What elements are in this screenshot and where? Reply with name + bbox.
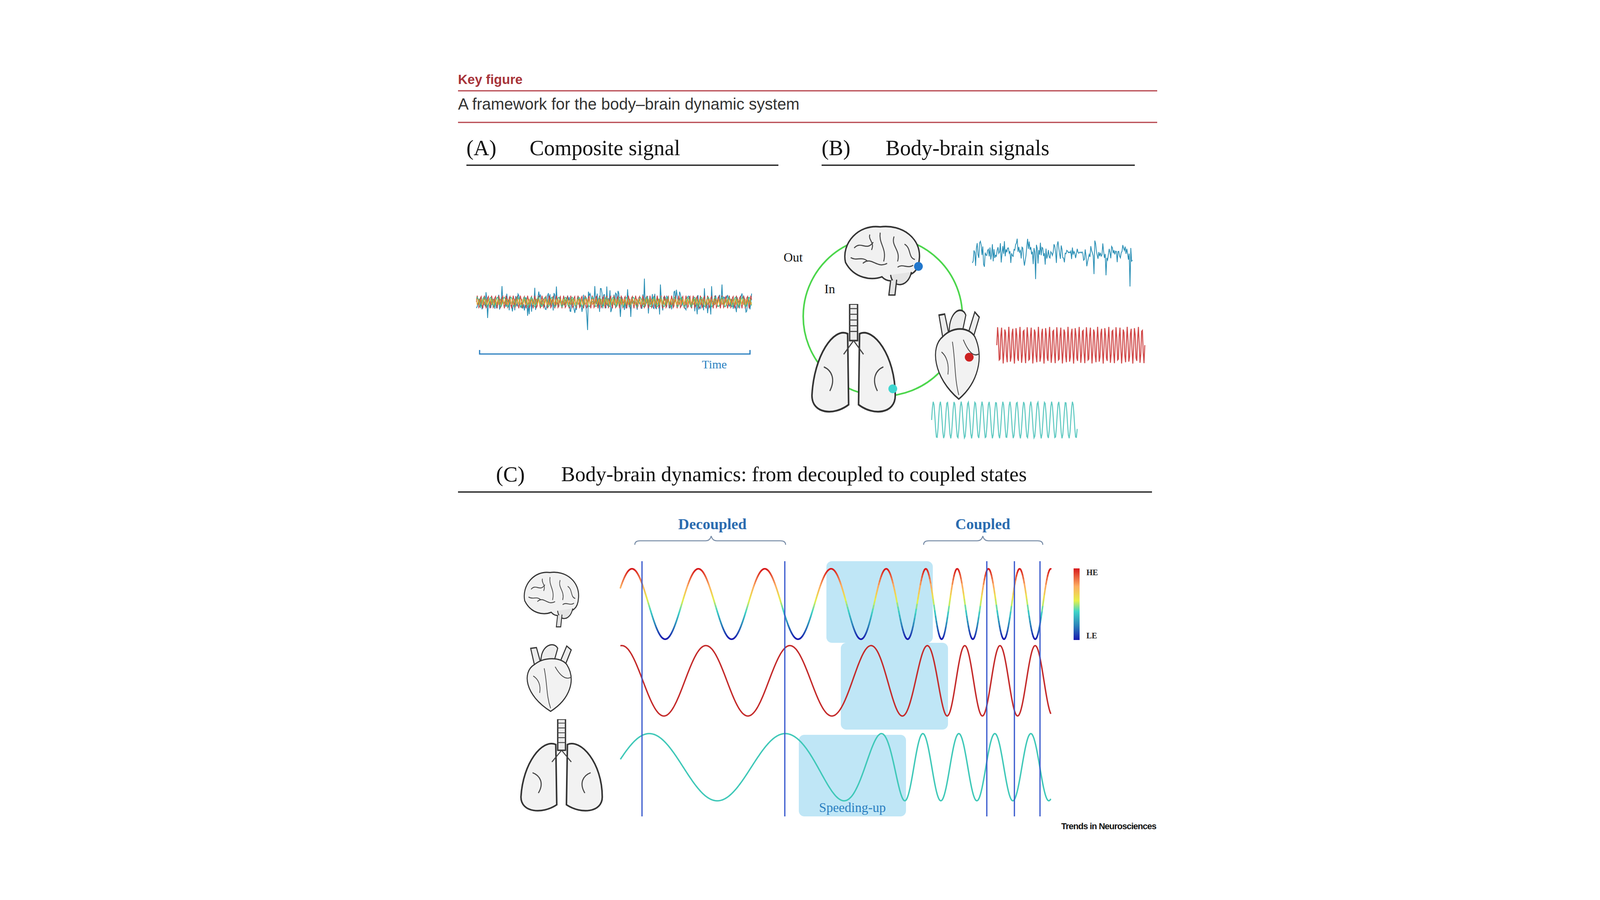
brain-wave-segment bbox=[1011, 599, 1013, 606]
rules bbox=[458, 90, 1158, 492]
state-label: Decoupled bbox=[678, 515, 747, 534]
brain-dot bbox=[914, 262, 923, 271]
brain-wave-segment bbox=[1012, 594, 1014, 600]
brain-wave-segment bbox=[933, 599, 934, 606]
composite-other bbox=[476, 298, 752, 306]
brain-wave-segment bbox=[949, 599, 950, 606]
brain-wave-segment bbox=[964, 599, 966, 606]
brain-wave-segment bbox=[1044, 588, 1046, 594]
brain-wave-segment bbox=[1010, 611, 1011, 617]
colorbar-label: HE bbox=[1086, 568, 1098, 578]
brain-wave-segment bbox=[1042, 599, 1044, 606]
state-label: Coupled bbox=[955, 515, 1010, 534]
brain-wave-segment bbox=[1026, 594, 1027, 600]
brain-wave-segment bbox=[994, 594, 996, 600]
brain-wave-segment bbox=[1010, 605, 1012, 612]
key-figure-tag: Key figure bbox=[458, 72, 523, 88]
panel-letter: (B) bbox=[821, 135, 851, 161]
composite-noise bbox=[476, 278, 752, 331]
panel-letter: (A) bbox=[466, 135, 497, 161]
panel-title: Composite signal bbox=[529, 135, 681, 161]
coupled-bracket bbox=[923, 536, 1043, 545]
loop-label: In bbox=[824, 281, 836, 297]
brain-wave-segment bbox=[934, 605, 935, 612]
lungs-icon bbox=[520, 719, 602, 811]
brain-wave-segment bbox=[965, 605, 966, 612]
brain-wave-segment bbox=[995, 599, 997, 606]
lungs-drawing bbox=[812, 304, 896, 412]
brain-signal bbox=[972, 238, 1133, 287]
brain-drawing bbox=[844, 226, 920, 295]
axis-label: Time bbox=[702, 357, 727, 372]
brain-wave-segment bbox=[950, 594, 951, 600]
brain-wave-segment bbox=[978, 611, 980, 617]
brain-wave-segment bbox=[962, 588, 964, 594]
loop-label: Out bbox=[783, 250, 803, 265]
brain-wave-segment bbox=[979, 605, 981, 612]
brain-wave-segment bbox=[1041, 611, 1042, 617]
brain-wave-segment bbox=[1025, 588, 1026, 594]
heart-icon bbox=[527, 644, 572, 712]
brain-icon bbox=[524, 572, 579, 628]
composite-respiratory bbox=[476, 297, 752, 307]
brain-wave-segment bbox=[981, 594, 982, 600]
heart-signal bbox=[996, 326, 1145, 364]
brain-wave-segment bbox=[996, 605, 998, 612]
brain-wave-segment bbox=[1027, 605, 1029, 612]
energy-colorbar bbox=[1073, 568, 1080, 640]
panel-letter: (C) bbox=[496, 462, 525, 487]
decoupled-bracket bbox=[634, 536, 786, 545]
heart-drawing bbox=[935, 310, 980, 400]
brain-wave-segment bbox=[1026, 599, 1028, 606]
panel-title: Body-brain signals bbox=[885, 135, 1050, 161]
brain-wave-segment bbox=[932, 594, 934, 600]
brain-wave-segment bbox=[963, 594, 965, 600]
brain-wave-segment bbox=[997, 611, 998, 617]
panel-title: Body-brain dynamics: from decoupled to c… bbox=[561, 462, 1027, 487]
lungs-signal bbox=[931, 401, 1078, 439]
heart-dot bbox=[964, 352, 974, 362]
heart-speedup-band bbox=[840, 642, 948, 730]
figure-title: A framework for the body–brain dynamic s… bbox=[458, 94, 800, 114]
journal-mark: Trends in Neurosciences bbox=[1061, 821, 1156, 832]
brain-wave-segment bbox=[1043, 594, 1045, 600]
brain-wave-segment bbox=[980, 599, 982, 606]
brain-wave-segment bbox=[1050, 568, 1051, 570]
brain-speedup-band bbox=[826, 561, 933, 643]
brain-wave-segment bbox=[931, 588, 933, 594]
band-label: Speeding-up bbox=[819, 800, 886, 816]
brain-wave-segment bbox=[950, 588, 952, 594]
brain-wave-segment bbox=[1042, 605, 1043, 612]
brain-wave-segment bbox=[994, 588, 995, 594]
brain-wave-segment bbox=[947, 611, 949, 617]
lungs-dot bbox=[888, 384, 898, 394]
brain-wave-segment bbox=[1028, 611, 1030, 617]
composite-cardiac bbox=[476, 295, 752, 309]
brain-wave-segment bbox=[966, 611, 967, 617]
colorbar-label: LE bbox=[1086, 631, 1098, 641]
brain-wave-segment bbox=[948, 605, 950, 612]
time-bracket bbox=[479, 350, 750, 354]
phase-lines bbox=[642, 561, 1040, 817]
brain-wave-segment bbox=[982, 588, 983, 594]
brain-wave-segment bbox=[934, 611, 936, 617]
speedup-band: Speeding-up bbox=[798, 734, 906, 817]
signal-waves bbox=[476, 238, 1145, 801]
